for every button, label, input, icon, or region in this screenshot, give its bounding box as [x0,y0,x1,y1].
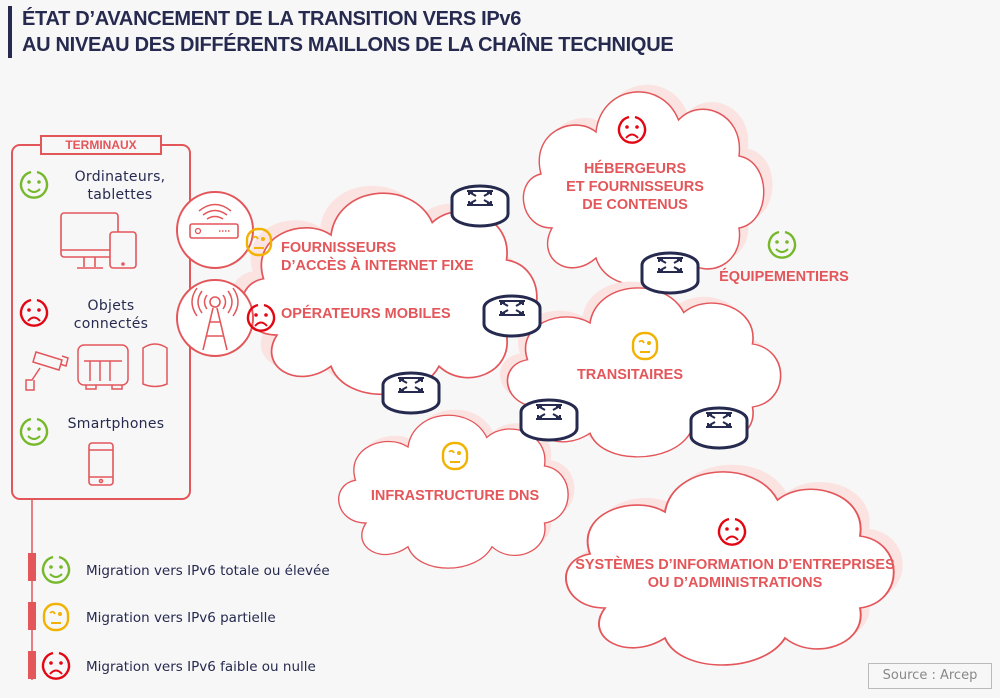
happy-face-icon [41,555,71,584]
terminal-label-line: connectés [73,316,149,332]
router-icon [640,251,700,295]
sad-face-icon [246,303,276,332]
legend-marker [28,602,36,630]
computer-tablet-icon [60,212,137,269]
legend-marker [28,651,36,679]
neutral-face-icon [42,602,70,632]
title-line-1: ÉTAT D’AVANCEMENT DE LA TRANSITION VERS … [22,8,522,30]
label-hosting: HÉBERGEURS ET FOURNISSEURS DE CONTENUS [560,160,710,214]
label-equipementiers: ÉQUIPEMENTIERS [712,268,856,286]
router-icon [482,294,542,338]
label-line: SYSTÈMES D’INFORMATION D’ENTREPRISES [575,557,895,573]
antenna-tower-icon [176,279,254,357]
neutral-face-icon [441,441,469,471]
label-line: DE CONTENUS [582,197,688,213]
terminal-label-line: tablettes [87,187,153,203]
legend-good: Migration vers IPv6 totale ou élevée [86,563,330,579]
label-line: OPÉRATEURS MOBILES [281,306,451,322]
label-mobile: OPÉRATEURS MOBILES [281,305,451,323]
happy-face-icon [767,230,797,259]
smartphone-icon [88,442,114,486]
source-note: Source : Arcep [868,663,992,689]
label-dns: INFRASTRUCTURE DNS [355,487,555,505]
sad-face-icon [717,517,747,546]
label-fai: FOURNISSEURS D’ACCÈS À INTERNET FIXE [281,239,474,275]
sad-face-icon [41,651,71,680]
neutral-face-icon [245,227,273,257]
terminal-label-computers: Ordinateurs, tablettes [65,168,175,204]
legend-marker [28,553,36,581]
happy-face-icon [19,417,49,446]
label-line: HÉBERGEURS [583,161,687,177]
title-accent-bar [8,6,12,58]
router-icon [689,406,749,450]
terminal-label-line: Objets [87,298,135,314]
label-line: OU D’ADMINISTRATIONS [647,575,823,591]
sad-face-icon [617,115,647,144]
label-line: D’ACCÈS À INTERNET FIXE [281,258,474,274]
label-line: INFRASTRUCTURE DNS [370,488,540,504]
label-transit: TRANSITAIRES [570,366,690,384]
terminal-label-line: Ordinateurs, [74,169,166,185]
sad-face-icon [19,298,49,327]
terminal-label-iot: Objets connectés [56,297,166,333]
router-icon [519,398,579,442]
neutral-face-icon [631,331,659,361]
label-line: ÉQUIPEMENTIERS [719,269,849,285]
legend-bad: Migration vers IPv6 faible ou nulle [86,659,316,675]
label-line: TRANSITAIRES [576,367,684,383]
modem-icon [176,191,254,269]
happy-face-icon [19,170,49,199]
label-si: SYSTÈMES D’INFORMATION D’ENTREPRISES OU … [565,556,905,592]
iot-devices-icon [25,343,168,391]
page-title: ÉTAT D’AVANCEMENT DE LA TRANSITION VERS … [22,6,674,58]
title-line-2: AU NIVEAU DES DIFFÉRENTS MAILLONS DE LA … [22,34,674,56]
router-icon [381,371,441,415]
router-icon [450,184,510,228]
label-line: ET FOURNISSEURS [566,179,704,195]
label-line: FOURNISSEURS [281,240,397,256]
terminals-header: TERMINAUX [40,135,162,155]
terminal-label-smartphones: Smartphones [56,415,176,433]
terminal-label-line: Smartphones [67,416,165,432]
legend-partial: Migration vers IPv6 partielle [86,610,276,626]
